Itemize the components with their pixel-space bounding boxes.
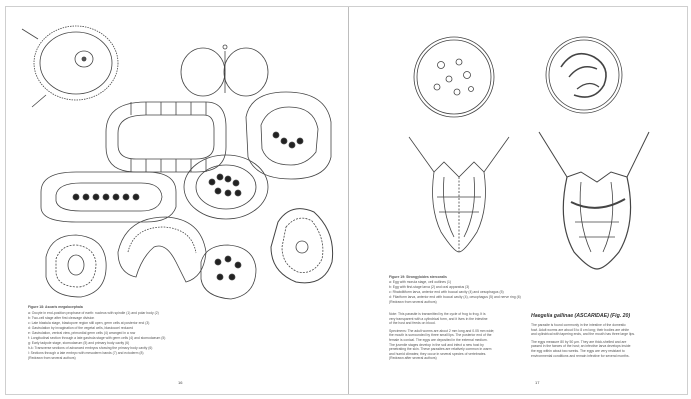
caption-line: b: Egg with first-stage larva (2) and or… <box>389 285 469 290</box>
body-text-left: Note: This parasite is transmitted by th… <box>389 312 527 361</box>
drawing-crescent <box>118 217 206 282</box>
drawing-section-i <box>46 235 106 297</box>
caption-line: c: Late blastula stage, blastopore regio… <box>28 321 149 326</box>
figure-caption-title: Figure 19: Strongyloides stercoralis <box>389 275 447 280</box>
drawing-tadpole <box>271 209 333 283</box>
caption-line: a: Egg with morula stage, cell outlines … <box>389 280 451 285</box>
caption-line: a: Oocyte in end-position prophase of ea… <box>28 311 159 316</box>
caption-line: d: Gastrulation by invagination of the v… <box>28 326 133 331</box>
caption-line: l: Sections through a late embryo with m… <box>28 351 144 356</box>
drawing-ventral-view <box>41 172 176 222</box>
drawing-section-j <box>201 245 256 299</box>
caption-line: h-k: Transverse sections of advanced emb… <box>28 346 152 351</box>
drawing-larva-anterior-left <box>409 137 509 252</box>
drawing-larva-anterior-right <box>539 132 649 269</box>
document-spread: Figure 18: Ascaris megalocephala a: Oocy… <box>5 6 688 395</box>
drawing-egg-morula <box>414 37 494 117</box>
drawing-oocyte <box>22 26 118 107</box>
figure-caption-title: Figure 18: Ascaris megalocephala <box>28 305 83 310</box>
drawing-blastula <box>106 102 226 172</box>
right-page: Figure 19: Strongyloides stercoralis a: … <box>349 7 687 394</box>
caption-line: f: Longitudinal section through a late g… <box>28 336 165 341</box>
caption-line: g: Early tadpole stage, stomodaeum (5) a… <box>28 341 129 346</box>
caption-line: c: Rhabditiform larva, anterior end with… <box>389 290 504 295</box>
body-text-right: The parasite is found commonly in the in… <box>531 323 671 358</box>
caption-line: d: Filariform larva, anterior end with b… <box>389 295 521 300</box>
caption-line: b: Two-cell stage after first cleavage d… <box>28 316 94 321</box>
drawing-gastrula <box>246 92 331 179</box>
drawing-late-gastrula <box>184 155 268 219</box>
page-number: 17 <box>535 380 539 385</box>
caption-line: (Redrawn from several authors) <box>28 356 76 361</box>
section-heading: Haegelia gallinae (ASCARIDAE) (Fig. 20) <box>531 313 630 319</box>
left-page: Figure 18: Ascaris megalocephala a: Oocy… <box>6 7 348 394</box>
page-number: 16 <box>178 380 182 385</box>
caption-line: e: Gastrulation, ventral view, primordia… <box>28 331 135 336</box>
drawing-egg-larva <box>546 37 622 113</box>
caption-line: (Redrawn from several authors) <box>389 300 437 305</box>
drawing-two-cell <box>181 45 268 96</box>
